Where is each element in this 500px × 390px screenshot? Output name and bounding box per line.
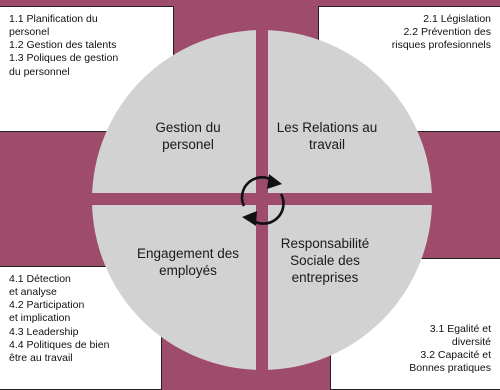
- box-line: personel: [9, 26, 50, 39]
- box-line: Bonnes pratiques: [409, 361, 491, 374]
- arrowhead-upper: [267, 174, 282, 189]
- horizontal-divider: [88, 193, 437, 205]
- cycle-arrow-upper: [240, 176, 273, 207]
- box-line: 4.4 Politiques de bien: [9, 338, 110, 351]
- box-line: du personnel: [9, 65, 70, 78]
- box-line: 3.1 Egalité et: [429, 322, 491, 335]
- box-line: 1.1 Planification du: [9, 13, 98, 25]
- quadrant-label-line: travail: [308, 136, 345, 152]
- wheel: [88, 30, 437, 370]
- diagram: 1.1 Planification du personel 1.2 Gestio…: [0, 6, 500, 390]
- box-line: 4.2 Participation: [9, 299, 85, 312]
- box-line: être au travail: [9, 351, 73, 364]
- box-line: 1.2 Gestion des talents: [9, 39, 117, 52]
- box-line: 4.1 Détection: [9, 273, 71, 285]
- box-line: risques profesionnels: [391, 39, 491, 52]
- quadrant-label-line: Les Relations au: [276, 120, 378, 135]
- arrowhead-lower: [242, 211, 257, 226]
- box-line: 3.2 Capacité et: [420, 348, 491, 361]
- quadrant-label-line: Engagement des: [136, 246, 240, 261]
- quadrant-label-engagement: Engagement des employés: [118, 246, 258, 280]
- quadrant-label-personnel: Gestion du personel: [128, 120, 248, 154]
- quadrant-label-line: personel: [162, 136, 214, 152]
- box-line: 2.1 Législation: [423, 13, 491, 25]
- quadrant-label-line: Responsabilité: [280, 236, 370, 251]
- box-line: 4.3 Leadership: [9, 325, 79, 338]
- quadrant-label-line: entreprises: [291, 269, 359, 285]
- box-line: 1.3 Poliques de gestion: [9, 52, 119, 65]
- box-text: 3.1 Egalité et diversité 3.2 Capacité et…: [409, 323, 491, 376]
- quadrant-label-responsibility: Responsabilité Sociale des entreprises: [260, 236, 390, 287]
- box-line: diversité: [451, 335, 491, 348]
- cycle-arrows-icon: [240, 176, 285, 225]
- box-line: et analyse: [9, 286, 57, 299]
- box-line: et implication: [9, 312, 71, 325]
- quadrant-label-relations: Les Relations au travail: [262, 120, 392, 154]
- cycle-arrow-lower: [251, 193, 285, 225]
- quadrant-label-line: Sociale des: [290, 252, 360, 268]
- box-personnel-management: 1.1 Planification du personel 1.2 Gestio…: [0, 6, 174, 132]
- quadrant-label-line: employés: [159, 262, 217, 278]
- box-line: 2.2 Prévention des: [403, 26, 491, 39]
- quadrant-label-line: Gestion du: [155, 120, 221, 135]
